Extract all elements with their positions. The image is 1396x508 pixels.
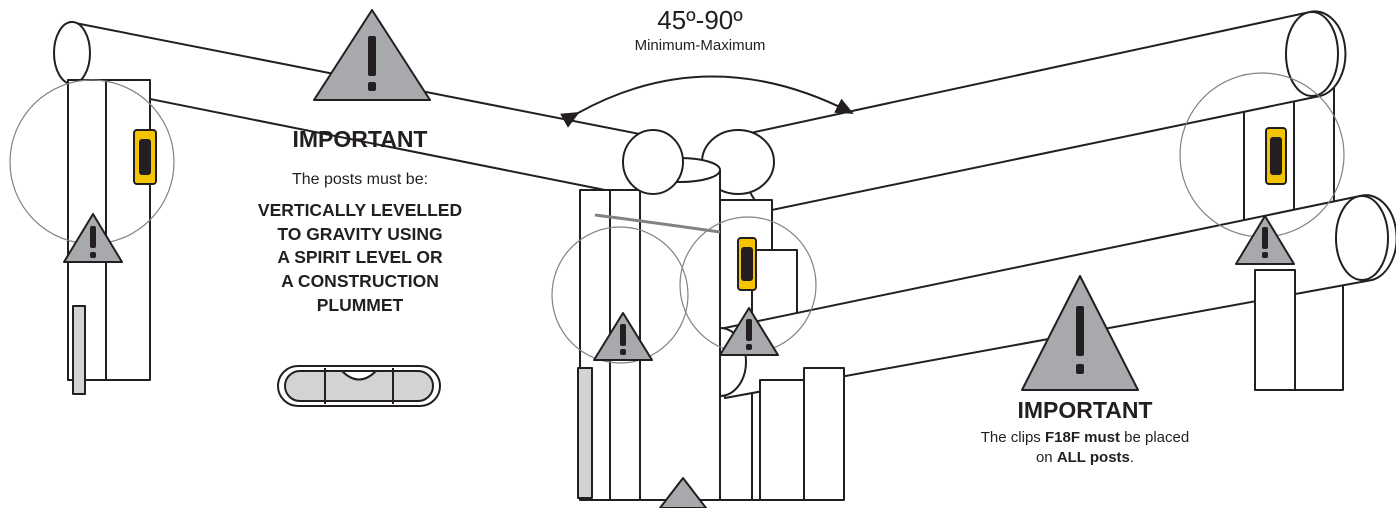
central-cylinder-post <box>594 129 721 501</box>
clips-note-text: . <box>1129 448 1135 466</box>
clips-note-bold: ALL posts <box>1056 448 1130 466</box>
lower-rail-posts <box>759 269 1296 501</box>
right-upper-rail <box>717 10 1347 213</box>
clip-centre <box>737 237 757 291</box>
warning-triangle-icon <box>63 213 123 263</box>
instruction-line: PLUMMET <box>316 294 404 315</box>
instruction-line: A SPIRIT LEVEL OR <box>277 247 443 268</box>
important-heading-right: IMPORTANT <box>1017 397 1153 423</box>
instruction-line: VERTICALLY LEVELLED <box>257 200 463 220</box>
clips-note-line-2: on ALL posts. <box>915 448 1255 468</box>
angle-caption: Minimum-Maximum <box>634 37 766 54</box>
detail-circle-centre-left <box>551 226 689 364</box>
posts-instruction: VERTICALLY LEVELLED TO GRAVITY USING A S… <box>215 199 505 317</box>
warning-triangle-icon <box>593 312 653 361</box>
posts-intro: The posts must be: <box>291 171 429 188</box>
clips-note-text: be placed <box>1119 429 1190 446</box>
angle-value: 45º-90º <box>657 5 743 35</box>
spirit-level-icon <box>277 365 441 407</box>
warning-triangle-icon <box>719 307 779 356</box>
clip-left <box>133 129 157 185</box>
warning-triangle-icon <box>313 9 431 101</box>
clips-note-text: The clips <box>980 429 1045 446</box>
clips-note-bold: F18F must <box>1044 429 1120 446</box>
warning-triangle-icon <box>1235 215 1295 265</box>
clips-note: The clips F18F must be placed on ALL pos… <box>915 428 1255 467</box>
clip-right <box>1265 127 1287 185</box>
warning-triangle-icon <box>659 477 707 508</box>
instruction-line: A CONSTRUCTION <box>281 270 439 291</box>
instruction-line: TO GRAVITY USING <box>277 223 443 244</box>
clips-note-line-1: The clips F18F must be placed <box>915 428 1255 448</box>
clips-note-text: on <box>1035 448 1057 466</box>
warning-triangle-icon <box>1021 275 1139 391</box>
angle-arrow-icon <box>560 75 854 128</box>
important-heading-left: IMPORTANT <box>292 126 428 152</box>
